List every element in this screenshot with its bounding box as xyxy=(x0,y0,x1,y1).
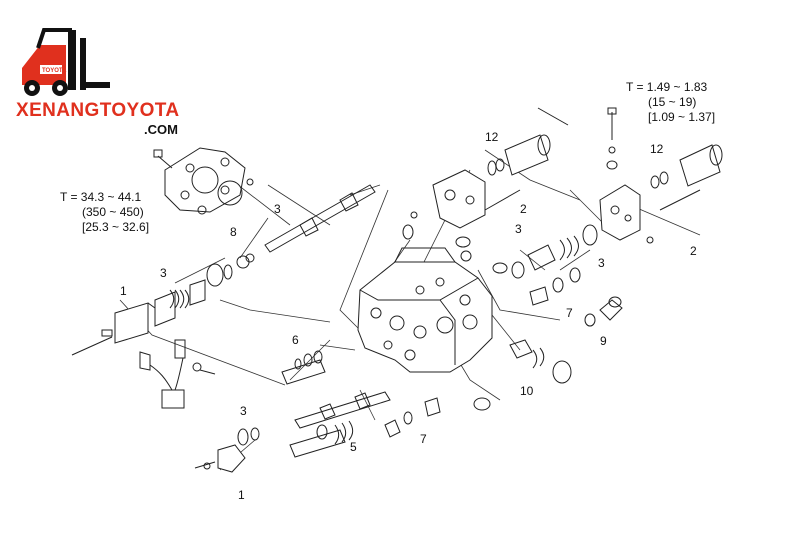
valve-body xyxy=(357,247,493,373)
callout-9: 9 xyxy=(600,334,607,348)
callout-6: 6 xyxy=(292,333,299,347)
callout-3-mid: 3 xyxy=(515,222,522,236)
callout-3-spool: 3 xyxy=(274,202,281,216)
callout-7-right: 7 xyxy=(566,306,573,320)
brand-domain: .COM xyxy=(144,122,178,137)
brand-wordmark: XENANGTOYOTA .COM xyxy=(16,100,196,142)
spring-group-3a xyxy=(154,263,233,327)
forklift-logo-icon: TOYOTA xyxy=(22,28,110,96)
torque-left-line3: [25.3 ~ 32.6] xyxy=(82,220,150,234)
torque-left-line2: (350 ~ 450) xyxy=(82,205,144,219)
torque-spec-left: T = 34.3 ~ 44.1 (350 ~ 450) [25.3 ~ 32.6… xyxy=(60,190,149,235)
torque-spec-right: T = 1.49 ~ 1.83 (15 ~ 19) [1.09 ~ 1.37] xyxy=(626,80,715,125)
cover-1-bottom xyxy=(194,427,260,473)
logo-badge-text: TOYOTA xyxy=(42,68,67,74)
callout-3-bottom: 3 xyxy=(240,404,247,418)
callout-1-upper: 1 xyxy=(120,284,127,298)
spool-upper xyxy=(236,184,376,269)
callout-7-bottom: 7 xyxy=(420,432,427,446)
callout-3-left: 3 xyxy=(160,266,167,280)
upper-housing xyxy=(402,134,551,262)
spool-long xyxy=(294,391,391,429)
plugs-7-right xyxy=(529,267,581,306)
spool-6 xyxy=(281,350,326,385)
relief-valve-10 xyxy=(509,339,572,384)
callout-12-right: 12 xyxy=(650,142,664,156)
torque-right-line2: (15 ~ 19) xyxy=(648,95,697,109)
torque-right-line3: [1.09 ~ 1.37] xyxy=(648,110,716,124)
callout-2-upper: 2 xyxy=(520,202,527,216)
callout-2-right: 2 xyxy=(690,244,697,258)
solenoid-left xyxy=(71,302,216,409)
callout-8: 8 xyxy=(230,225,237,239)
spring-group-3c xyxy=(492,224,598,279)
spool-5 xyxy=(289,420,354,458)
right-housing xyxy=(537,107,723,244)
torque-left-line1: T = 34.3 ~ 44.1 xyxy=(60,190,142,204)
gasket-plate xyxy=(153,147,254,215)
callout-5: 5 xyxy=(350,440,357,454)
plugs-7-bottom xyxy=(384,397,491,438)
torque-right-line1: T = 1.49 ~ 1.83 xyxy=(626,80,708,94)
callout-12-upper: 12 xyxy=(485,130,499,144)
brand-name: XENANGTOYOTA xyxy=(16,100,180,121)
callout-3-right: 3 xyxy=(598,256,605,270)
fitting-9 xyxy=(584,296,623,327)
callout-1-bottom: 1 xyxy=(238,488,245,502)
callout-10: 10 xyxy=(520,384,534,398)
